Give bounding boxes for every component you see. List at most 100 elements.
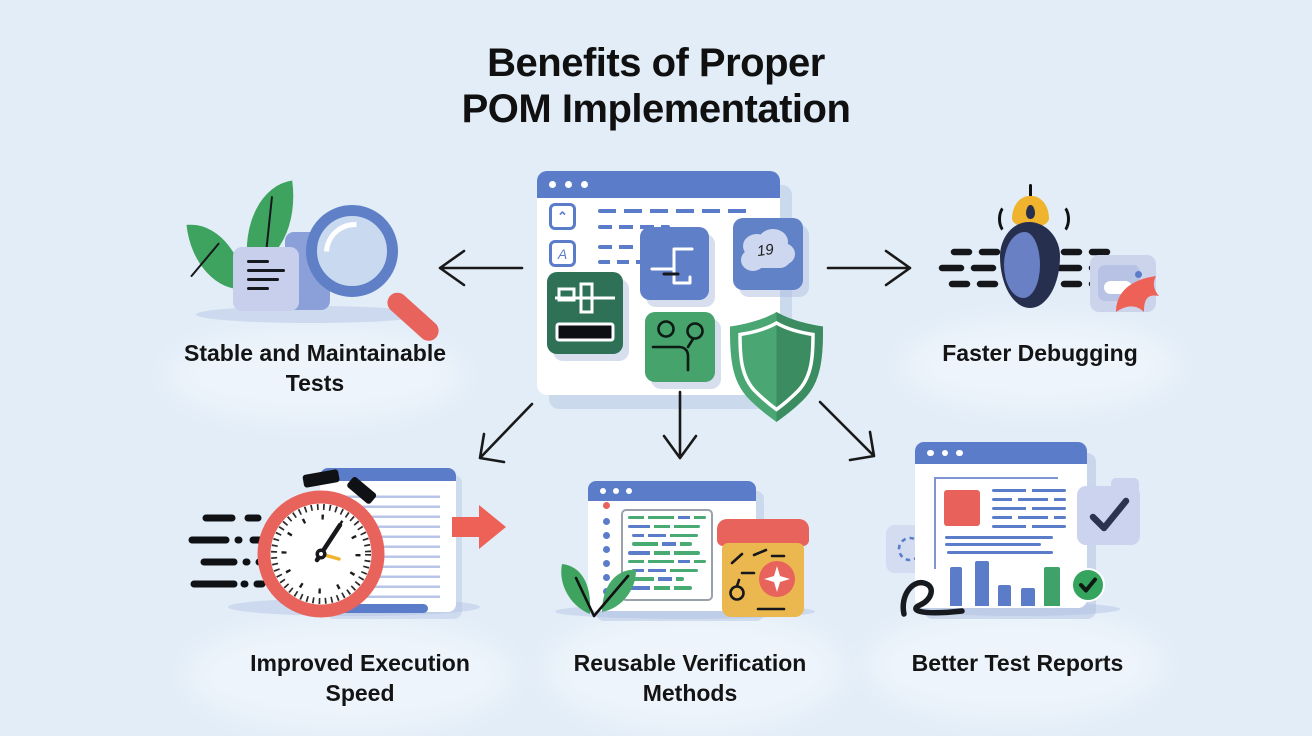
window-dot-icon [600,488,606,494]
label-line: Methods [642,680,738,706]
gutter-dot [603,574,610,581]
arrow-down-right-icon [818,400,876,462]
report-text-line-wide [945,536,1053,539]
window-dot-icon [956,449,963,457]
document-base [300,604,428,613]
glow-blob [185,620,515,730]
bug-antenna-arc [998,204,1017,234]
window-dot-icon [565,181,572,188]
chart-bar [998,585,1011,606]
glow-blob [865,610,1165,720]
chart-bar [975,561,989,606]
label-line: Tests [285,370,345,396]
gutter-dot-red [603,502,610,509]
magnifier-lens-icon [306,205,399,297]
window-titlebar [588,481,756,501]
arrow-right-icon [826,249,912,287]
code-line [628,524,700,529]
checkmark-icon [1089,497,1130,532]
window-titlebar [537,171,780,198]
card-dot [1135,271,1142,278]
cloud-icon [741,229,795,271]
lasso-cable-icon [900,579,965,617]
red-claw-shape [1116,276,1159,312]
code-line [628,577,684,581]
chart-bar [950,567,962,606]
speed-dashes [188,514,272,588]
doc-line [247,278,279,281]
window-dot-icon [941,449,948,457]
jar-marks [729,548,786,611]
code-panel [621,509,713,601]
frame-line-left [934,477,936,569]
label-line: Reusable Verification [573,650,807,676]
pass-check-icon [1079,577,1097,593]
report-text-block [992,489,1066,528]
cloud-badge-text: 19 [755,240,775,261]
dashed-text-line [598,209,754,213]
leaves-icon [561,564,636,618]
label-line: Speed [325,680,395,706]
sliders-icon [555,282,615,342]
node-graph-tile [645,312,715,382]
window-dot-icon [927,449,934,457]
report-text-line [992,489,1066,492]
pass-badge [1071,568,1105,602]
gutter-dot [603,518,610,525]
report-red-square [944,490,980,526]
bug-antenna [1029,184,1032,197]
sparkle-icon [764,566,790,592]
dashed-text-line [598,245,670,249]
report-text-line [992,498,1066,501]
report-text-line [992,507,1066,510]
node-graph-icon [651,320,704,372]
glow-blob [900,320,1180,410]
benefit-label-reusable-methods: Reusable Verification Methods [545,648,835,708]
doc-line [247,287,269,290]
report-text-line-wide [945,543,1041,546]
stopwatch-icon [257,469,385,618]
jar-lid [717,519,809,546]
fast-forward-arrow-icon [452,505,506,549]
cloud-tile: 19 [733,218,803,290]
bug-body-highlight [1004,232,1040,298]
window-dot-icon [613,488,619,494]
doc-line [247,269,285,272]
report-window [915,442,1087,608]
flowchart-icon [650,247,694,285]
test-document [233,247,299,311]
window-dot-icon [581,181,588,188]
bug-head [1012,196,1049,227]
bug-body-icon [1000,222,1060,308]
glow-blob [545,610,845,730]
page-object-icon: A [549,240,576,267]
slider-tile [547,272,623,354]
label-line: Improved Execution [250,650,470,676]
glow-blob [165,330,465,420]
arrow-down-icon [662,390,698,460]
window-dot-icon [626,488,632,494]
flowchart-tile [640,227,709,300]
page-object-icon: ⌃ [549,203,576,230]
report-text-line [992,525,1066,528]
lens-highlight [311,209,399,297]
page-title: Benefits of Proper POM Implementation [256,40,1056,132]
bug-legs-left [938,248,1004,288]
bug-eye [1026,205,1035,219]
benefit-label-execution-speed: Improved Execution Speed [210,648,510,708]
check-card [1077,486,1140,545]
code-line [632,542,692,546]
chart-bar [1021,588,1035,606]
frame-line-top [934,477,1058,479]
arrow-down-left-icon [478,402,534,464]
arrow-left-icon [438,249,524,287]
code-line [628,516,706,520]
page-title-line1: Benefits of Proper [487,41,825,85]
dashed-text-line [598,225,670,229]
gutter-dot [603,560,610,567]
benefit-label-faster-debugging: Faster Debugging [890,338,1190,368]
code-line [628,551,700,555]
benefit-label-stable-tests: Stable and Maintainable Tests [150,338,480,398]
shield-icon [730,312,823,422]
